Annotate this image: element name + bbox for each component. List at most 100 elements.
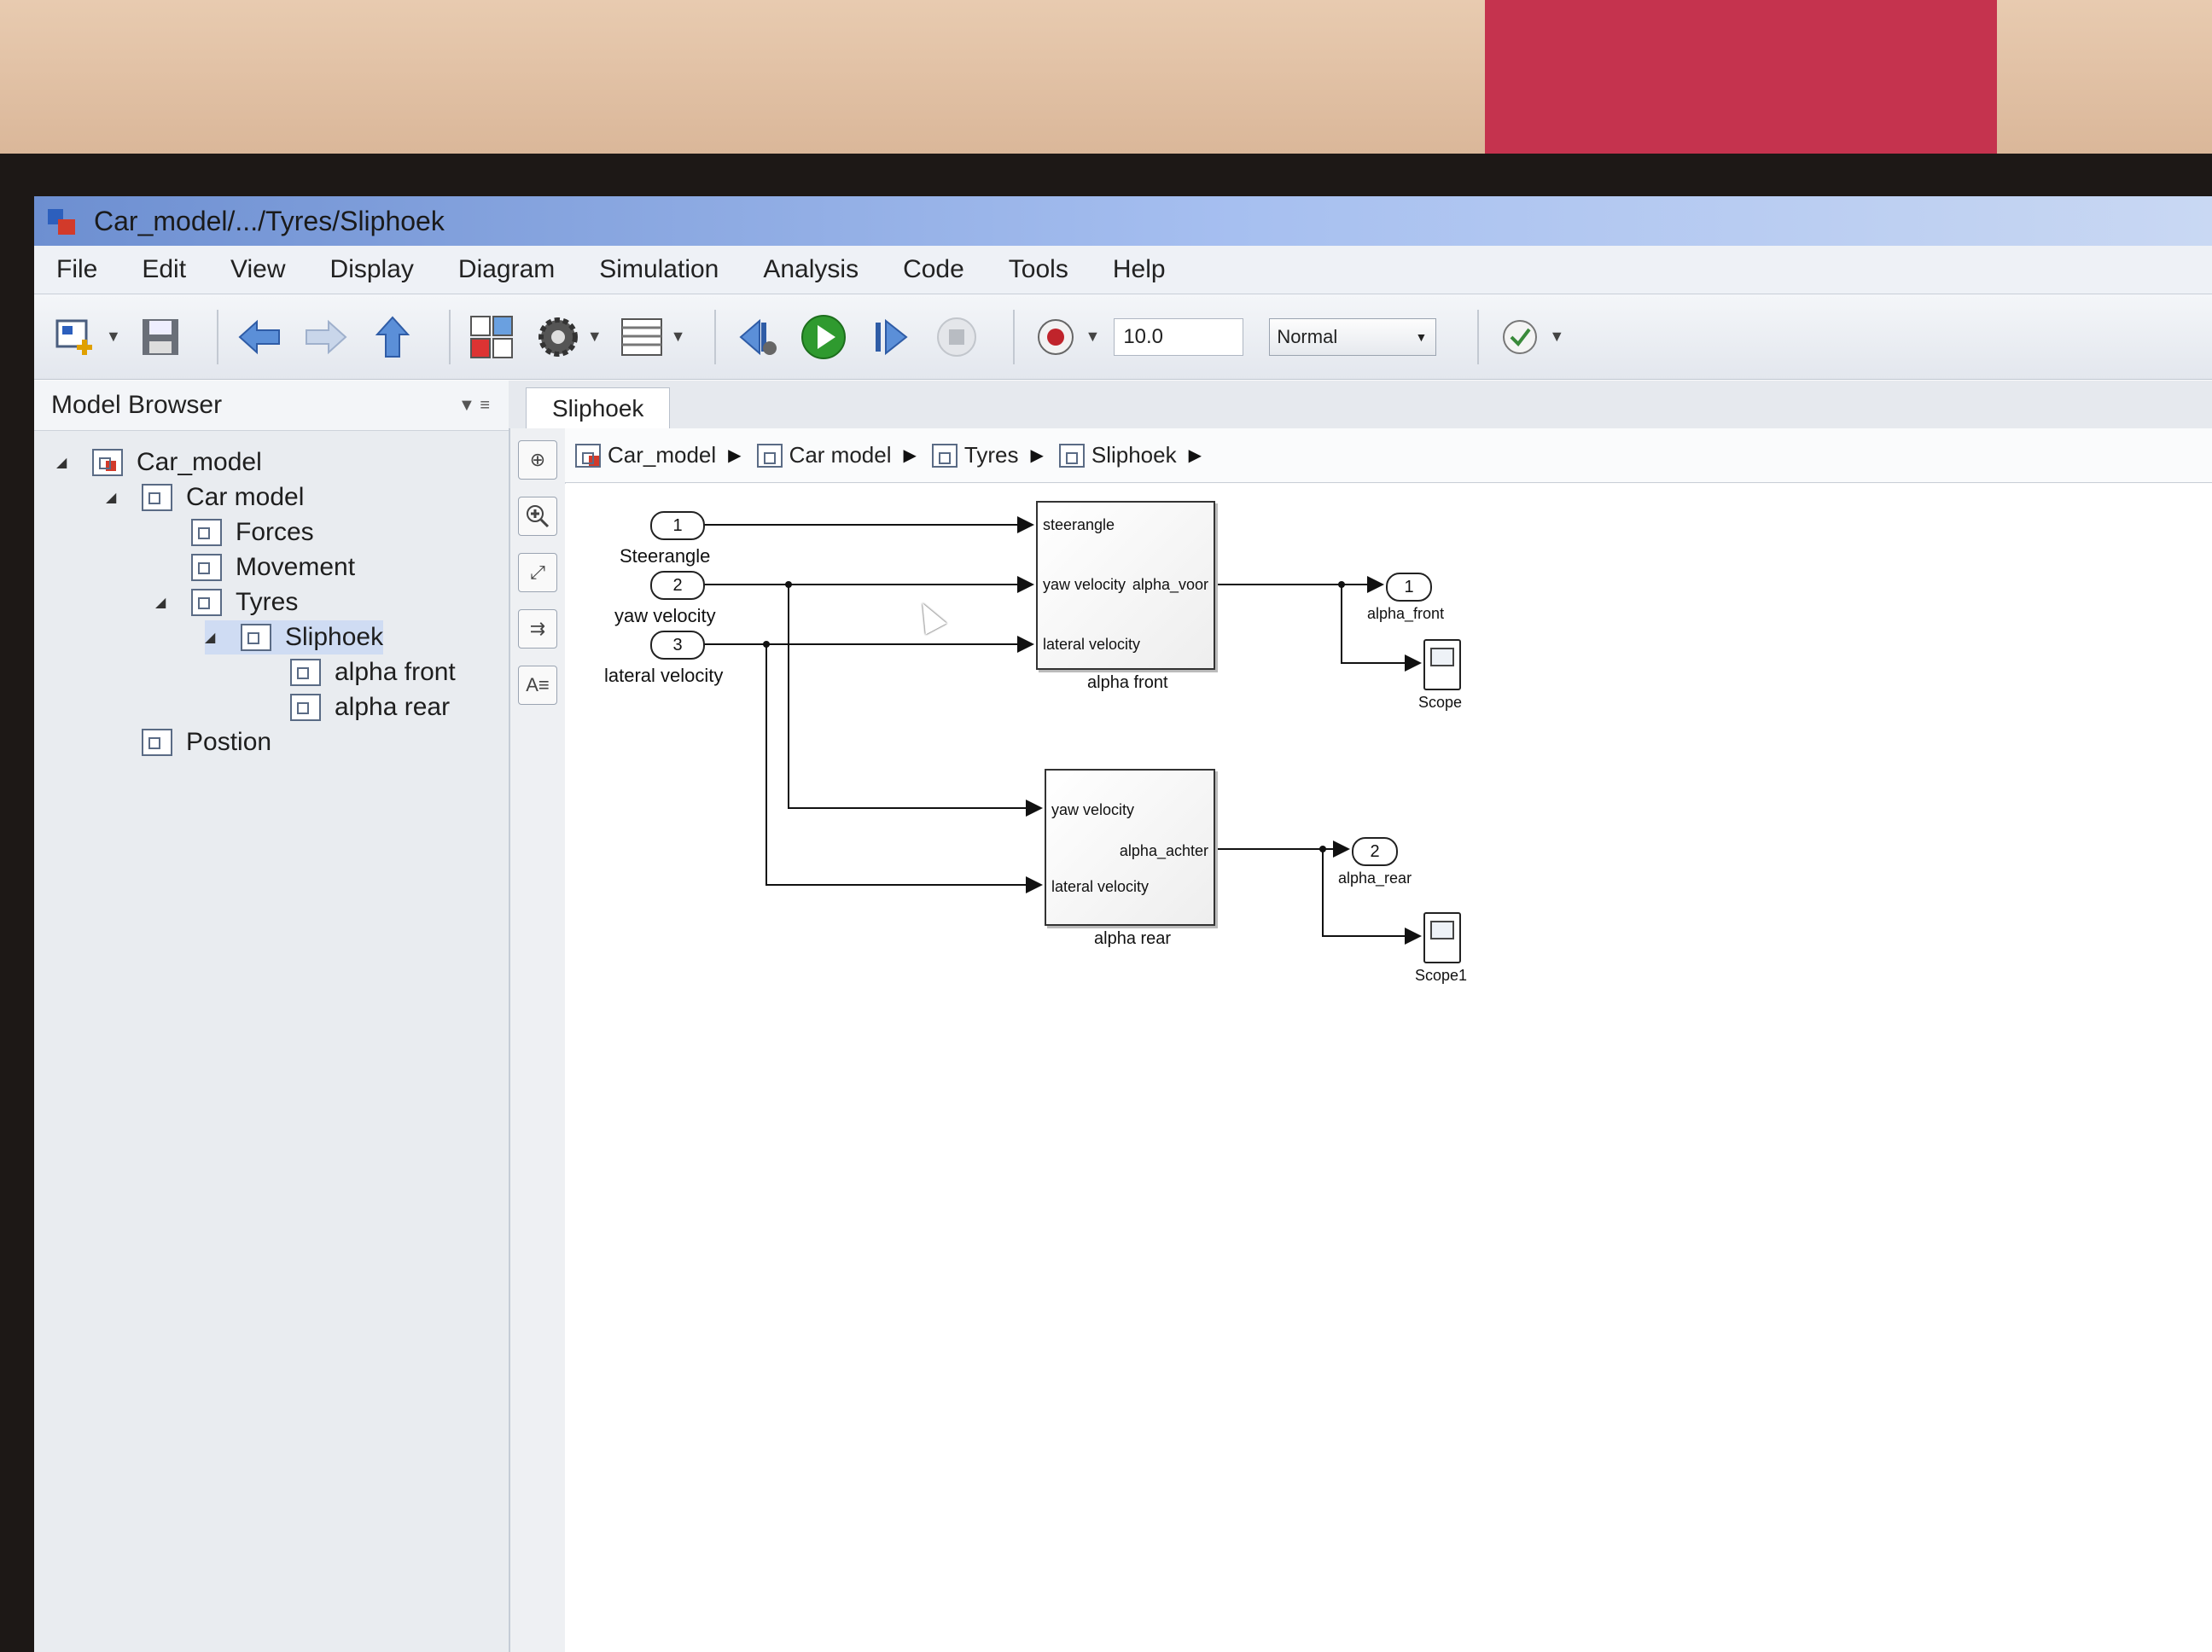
expand-triangle-icon[interactable]: ◢ [56, 456, 67, 470]
tree-item-tyres[interactable]: ◢ Tyres [155, 585, 298, 620]
tree-item-alpha-rear[interactable]: alpha rear [254, 690, 450, 724]
tree-item-car-model[interactable]: ◢ Car model [106, 480, 304, 515]
chevron-right-icon: ▶ [1188, 446, 1202, 465]
model-browser-title: Model Browser [51, 391, 223, 419]
outport-1-block[interactable]: 1 [1386, 573, 1432, 602]
tree-item-alpha-front[interactable]: alpha front [254, 655, 456, 689]
subsystem-alpha-rear-label: alpha rear [1094, 929, 1172, 948]
subsystem-icon [191, 554, 222, 581]
inport-3-label: lateral velocity [604, 665, 724, 686]
back-arrow-icon[interactable] [234, 311, 285, 363]
new-model-icon[interactable] [51, 311, 102, 363]
stop-icon[interactable] [931, 311, 982, 363]
subsystem-icon [191, 589, 222, 616]
menu-tools[interactable]: Tools [1008, 255, 1068, 283]
monitor-screen: Car_model/.../Tyres/Sliphoek File Edit V… [34, 196, 2212, 1652]
port-label-yaw-velocity: yaw velocity [1043, 576, 1126, 593]
menu-diagram[interactable]: Diagram [457, 255, 556, 283]
branch-point [785, 581, 792, 588]
diagram-canvas[interactable]: 1 Steerangle 2 yaw velocity 3 lateral ve… [565, 484, 2212, 1652]
signal-line-yaw-rear[interactable] [788, 585, 1043, 817]
expand-triangle-icon[interactable]: ◢ [155, 596, 166, 610]
tree-item-forces[interactable]: Forces [155, 515, 314, 550]
subsystem-icon [1058, 443, 1085, 468]
model-explorer-icon[interactable] [616, 311, 667, 363]
menu-code[interactable]: Code [903, 255, 964, 283]
subsystem-icon [142, 729, 172, 756]
menu-simulation[interactable]: Simulation [599, 255, 719, 283]
subsystem-icon [756, 443, 783, 468]
port-label-lateral-velocity: lateral velocity [1051, 878, 1150, 895]
menu-display[interactable]: Display [329, 255, 414, 283]
tree-item-movement[interactable]: Movement [155, 550, 355, 585]
save-icon[interactable] [135, 311, 186, 363]
new-model-dropdown-icon[interactable]: ▼ [106, 328, 121, 345]
menu-help[interactable]: Help [1112, 255, 1166, 283]
stop-time-field[interactable]: 10.0 [1114, 317, 1244, 356]
inport-1-block[interactable]: 1 [650, 511, 705, 540]
inport-2-label: yaw velocity [614, 605, 716, 626]
tree-item-label: Car model [186, 483, 305, 511]
fit-to-view-icon[interactable]: ⤢ [518, 553, 557, 592]
branch-point [1338, 581, 1345, 588]
menu-analysis[interactable]: Analysis [763, 255, 859, 283]
tree-item-sliphoek[interactable]: ◢ Sliphoek [205, 620, 384, 654]
title-bar: Car_model/.../Tyres/Sliphoek [34, 196, 2212, 246]
inport-3-block[interactable]: 3 [650, 631, 705, 660]
expand-triangle-icon[interactable]: ◢ [205, 631, 216, 645]
outport-2-block[interactable]: 2 [1352, 837, 1398, 866]
check-icon[interactable] [1494, 311, 1545, 363]
inport-2-block[interactable]: 2 [650, 571, 705, 600]
run-icon[interactable] [798, 311, 849, 363]
subsystem-icon [290, 659, 321, 686]
breadcrumb-item-tyres[interactable]: Tyres ▶ [931, 442, 1059, 468]
up-arrow-icon[interactable] [367, 311, 418, 363]
gear-icon[interactable] [533, 311, 584, 363]
toolbar-separator [216, 309, 218, 364]
signal-line-scope[interactable] [1341, 585, 1422, 672]
subsystem-icon [931, 443, 958, 468]
settings-dropdown-icon[interactable]: ▼ [586, 328, 602, 345]
scope1-block[interactable] [1423, 912, 1461, 963]
tree-item-label: Sliphoek [285, 623, 384, 651]
signal-line-scope1[interactable] [1322, 849, 1422, 945]
port-label-alpha-voor: alpha_voor [1132, 576, 1208, 593]
step-back-icon[interactable] [731, 311, 783, 363]
scope-label: Scope [1418, 694, 1463, 711]
browser-options-icon[interactable]: ▼ ≡ [457, 395, 490, 415]
outport-2-label: alpha_rear [1338, 870, 1412, 887]
hide-browser-icon[interactable]: ⊕ [518, 440, 557, 480]
breadcrumb-item-car-model-root[interactable]: Car_model ▶ [575, 442, 757, 468]
record-icon[interactable] [1030, 311, 1081, 363]
menu-view[interactable]: View [230, 255, 286, 283]
explorer-dropdown-icon[interactable]: ▼ [670, 328, 686, 345]
window-title: Car_model/.../Tyres/Sliphoek [94, 205, 445, 236]
breadcrumb-item-sliphoek[interactable]: Sliphoek ▶ [1058, 442, 1217, 468]
tab-sliphoek[interactable]: Sliphoek [526, 387, 671, 429]
tree-item-label: Tyres [236, 588, 299, 616]
tree-item-postion[interactable]: Postion [106, 725, 271, 759]
zoom-icon[interactable] [518, 497, 557, 536]
expand-triangle-icon[interactable]: ◢ [106, 491, 117, 505]
breadcrumb-item-car-model[interactable]: Car model ▶ [756, 442, 932, 468]
subsystem-alpha-rear[interactable]: yaw velocity lateral velocity alpha_acht… [1045, 769, 1215, 926]
forward-arrow-icon[interactable] [300, 311, 352, 363]
arrow-route-icon[interactable]: ⇉ [518, 609, 557, 649]
record-dropdown-icon[interactable]: ▼ [1085, 328, 1101, 345]
tree-item-car-model[interactable]: ◢Car_model [56, 445, 262, 480]
simulation-mode-select[interactable]: Normal ▼ [1269, 317, 1437, 356]
check-dropdown-icon[interactable]: ▼ [1549, 328, 1565, 345]
signal-line-lateral-rear[interactable] [765, 644, 1043, 893]
subsystem-alpha-front[interactable]: steerangle yaw velocity lateral velocity… [1036, 501, 1215, 670]
library-browser-icon[interactable] [466, 311, 517, 363]
menu-file[interactable]: File [56, 255, 98, 283]
step-forward-icon[interactable] [864, 311, 916, 363]
scope-block[interactable] [1423, 639, 1461, 690]
subsystem-icon [191, 519, 222, 546]
port-label-lateral-velocity: lateral velocity [1043, 636, 1141, 653]
menu-edit[interactable]: Edit [142, 255, 187, 283]
tree-item-label: Movement [236, 553, 356, 581]
port-label-yaw-velocity: yaw velocity [1051, 801, 1135, 818]
tree-item-label: Forces [236, 518, 314, 546]
annotation-icon[interactable]: A≡ [518, 666, 557, 705]
